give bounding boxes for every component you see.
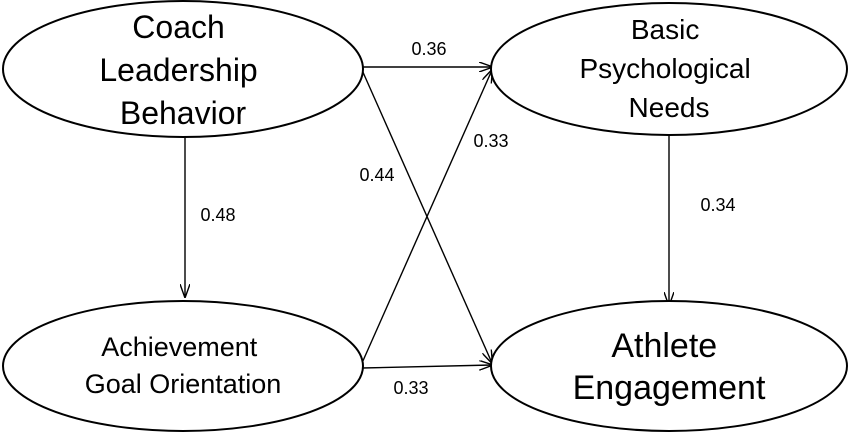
node-label-line: Achievement (101, 332, 258, 362)
svg-text:Athlete Engagement: Athlete Engagement (573, 327, 766, 407)
node-label-line: Goal Orientation (85, 369, 282, 399)
node-label-line: Needs (629, 92, 710, 123)
edge-label-needs-to-engagement: 0.34 (700, 195, 735, 215)
node-label-line: Leadership (99, 52, 257, 88)
edge-label-coach-to-goal: 0.48 (200, 205, 235, 225)
edge-goal-to-engagement (361, 365, 492, 368)
edge-label-coach-to-needs: 0.36 (411, 39, 446, 59)
node-achievement-goal-orientation: Achievement Goal Orientation (2, 300, 364, 432)
svg-text:Coach Leadership B: Coach Leadership Behavior (99, 9, 266, 131)
edge-goal-to-needs (361, 70, 492, 364)
node-ellipse (490, 2, 848, 136)
node-label-line: Engagement (573, 369, 766, 407)
node-ellipse (490, 300, 848, 432)
node-ellipse (2, 0, 364, 138)
svg-text:Basic Psychological: Basic Psychological Needs (580, 14, 759, 123)
node-athlete-engagement: Athlete Engagement (490, 300, 848, 432)
node-label-line: Basic (631, 14, 699, 45)
svg-text:Achievement Goal Orienta: Achievement Goal Orientation (85, 332, 282, 399)
node-label-line: Psychological (580, 53, 751, 84)
node-ellipse (2, 300, 364, 432)
edge-labels: 0.36 0.48 0.44 0.33 0.33 0.34 (200, 39, 735, 398)
edge-label-goal-to-needs: 0.33 (473, 131, 508, 151)
node-basic-psychological-needs: Basic Psychological Needs (490, 2, 848, 136)
node-coach-leadership-behavior: Coach Leadership Behavior (2, 0, 364, 138)
edge-label-coach-to-engagement: 0.44 (359, 165, 394, 185)
edge-label-goal-to-engagement: 0.33 (393, 378, 428, 398)
node-label-line: Athlete (611, 327, 717, 365)
node-label-line: Behavior (120, 95, 247, 131)
node-label-line: Coach (132, 9, 225, 45)
edges (185, 67, 669, 368)
